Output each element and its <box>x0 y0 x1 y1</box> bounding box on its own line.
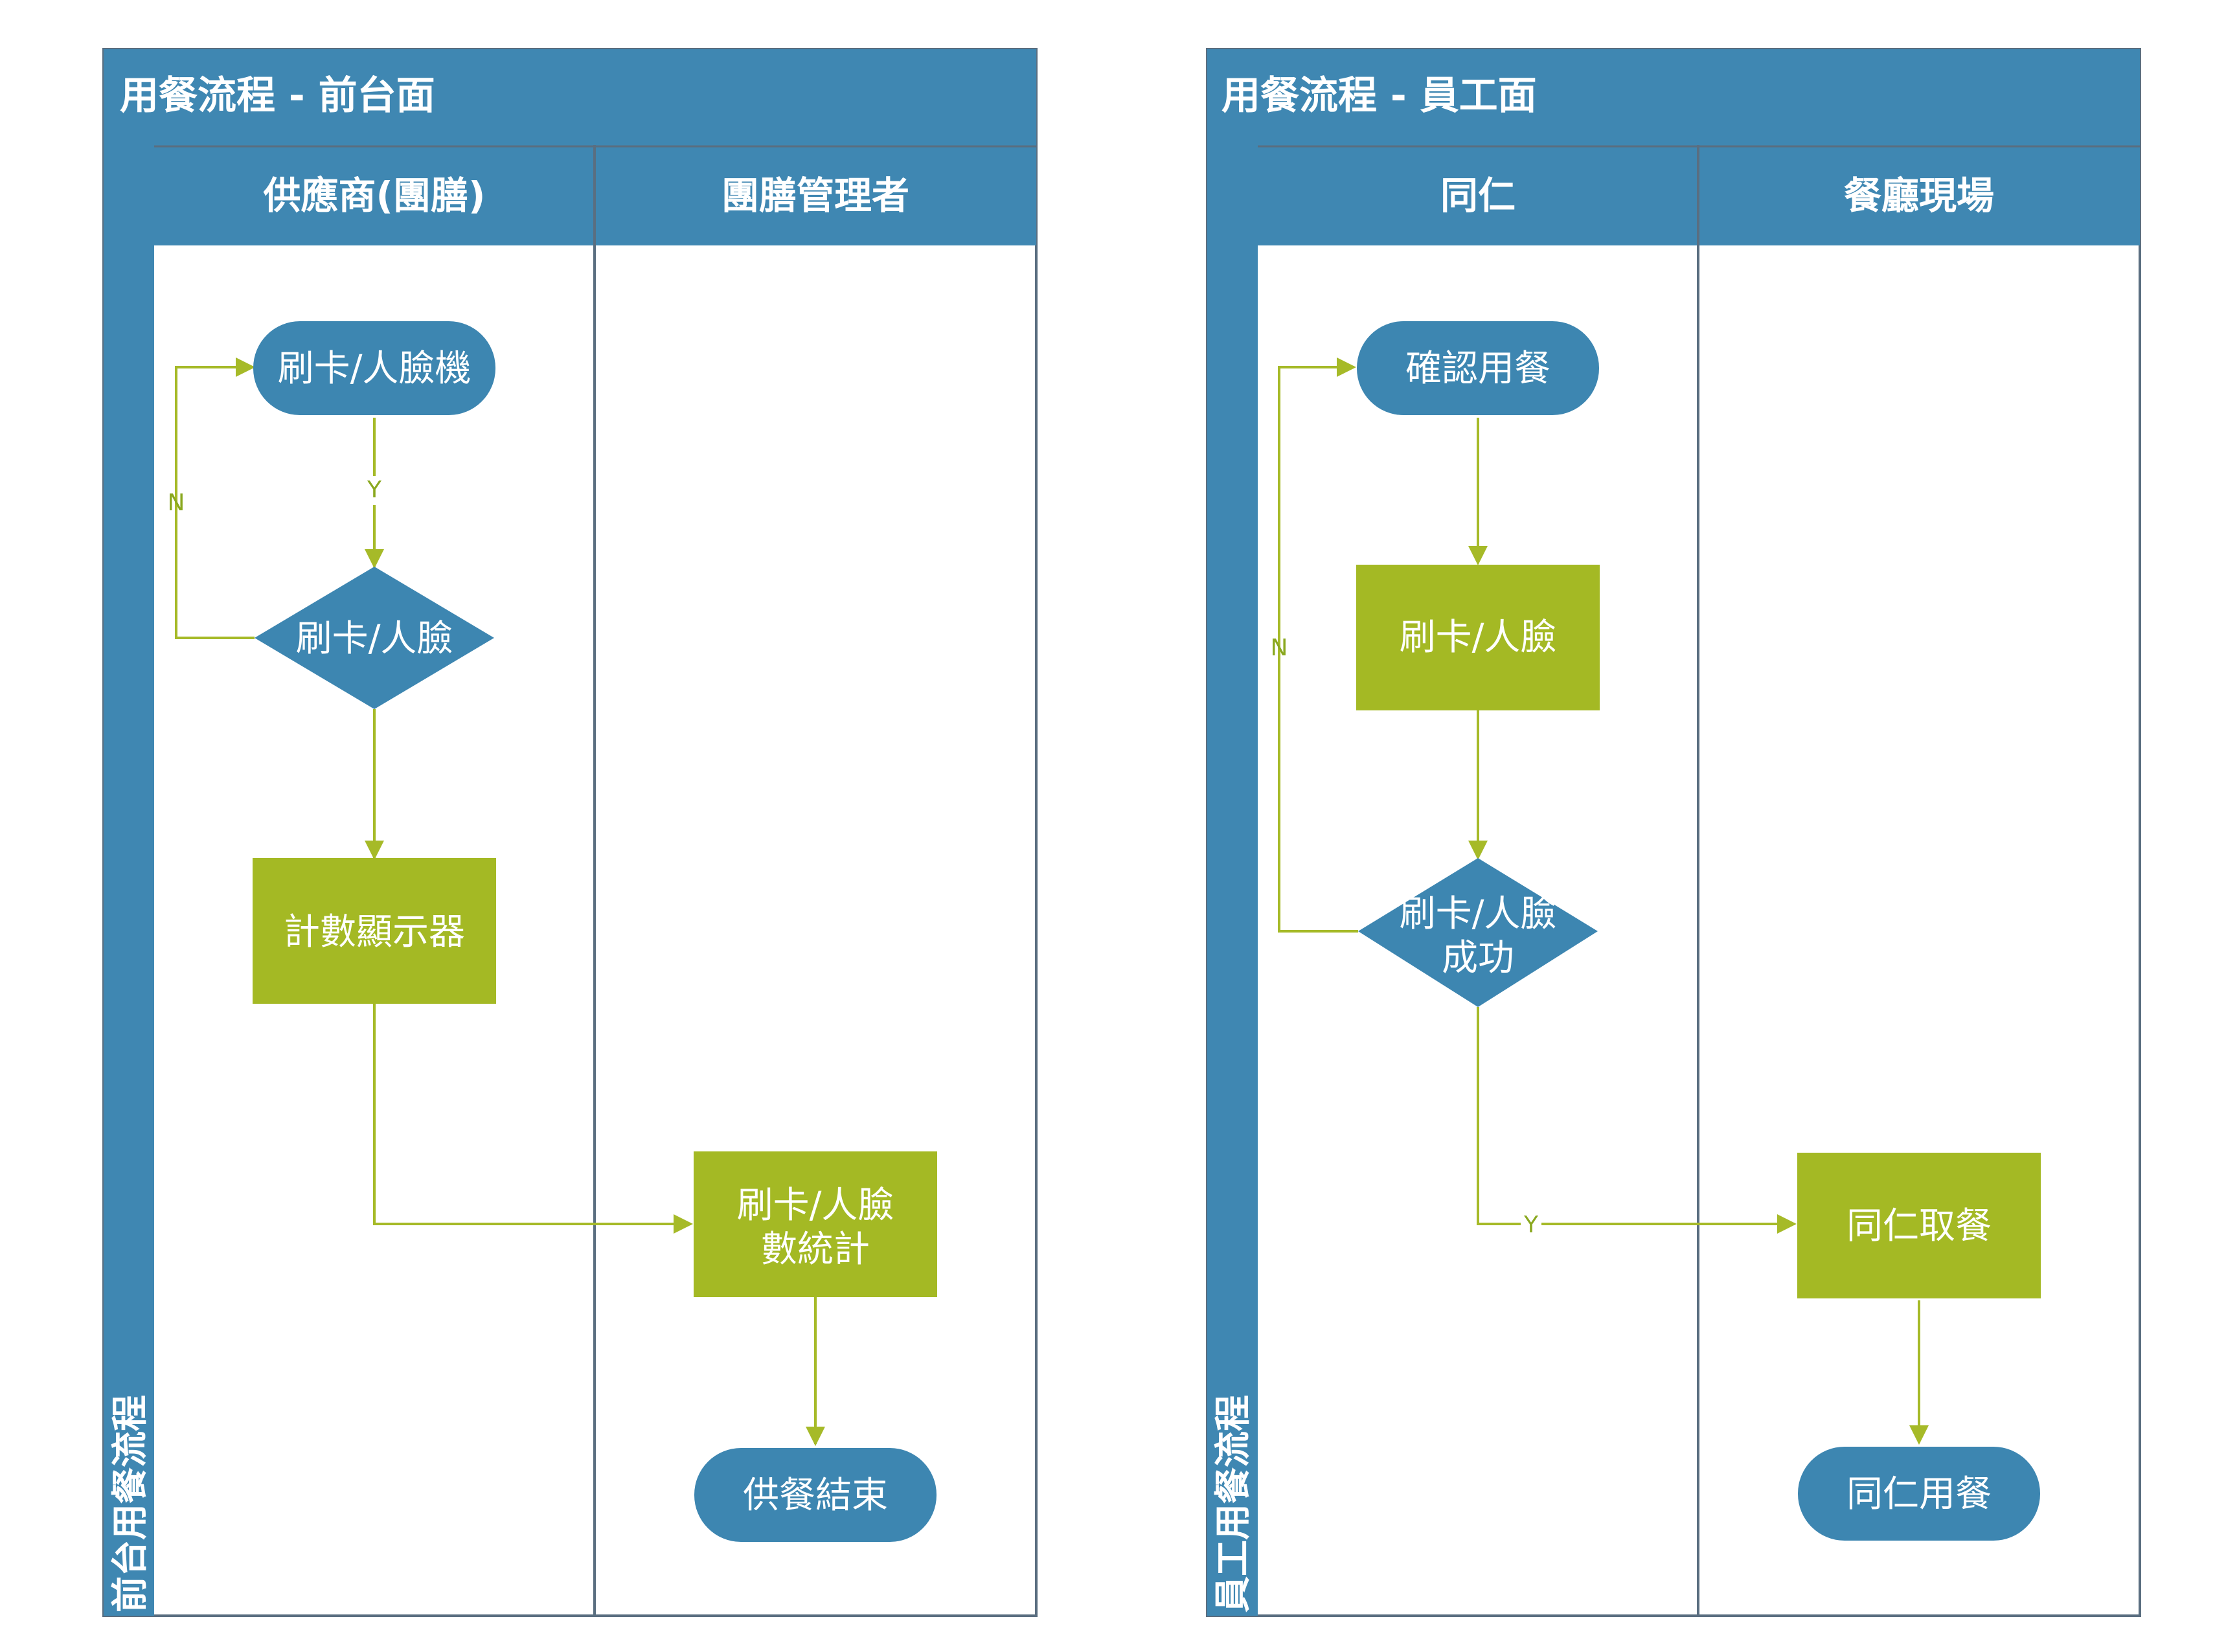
front-connectors: Y N <box>168 357 825 1446</box>
front-edge-label-no: N <box>168 490 185 516</box>
node-card-check-diamond <box>255 567 494 709</box>
node-swipe-stats-label-line1: 刷卡/人臉 <box>737 1184 894 1227</box>
node-card-machine <box>253 321 495 415</box>
front-title-bar <box>104 49 1036 145</box>
node-colleague-pickup-label: 同仁取餐 <box>1846 1205 1992 1247</box>
connector-check-no-loop <box>175 357 255 639</box>
node-swipe-success-label-line2: 成功 <box>1442 937 1514 979</box>
connector-success-yes-to-pickup <box>1477 1007 1521 1225</box>
staff-lane-restaurant: 餐廳現場 <box>1844 174 1994 218</box>
front-pool-title: 用餐流程 - 前台面 <box>120 73 435 119</box>
node-card-check-label: 刷卡/人臉 <box>296 618 453 660</box>
node-swipe-label: 刷卡/人臉 <box>1400 617 1557 659</box>
front-pool: 用餐流程 - 前台面 前台用餐流程 供應商(團膳) 團膳管理者 Y N 刷卡/人… <box>102 48 1038 1617</box>
front-edge-label-yes: Y <box>367 477 382 503</box>
node-counter-display <box>253 858 496 1004</box>
staff-side-label: 員工用餐流程 <box>1212 1395 1255 1612</box>
node-colleague-pickup <box>1797 1153 2041 1298</box>
staff-edge-label-no: N <box>1271 635 1288 661</box>
node-colleague-eat-label: 同仁用餐 <box>1846 1473 1992 1515</box>
node-confirm-meal <box>1357 321 1599 415</box>
front-side-label: 前台用餐流程 <box>109 1395 152 1612</box>
node-confirm-meal-label: 確認用餐 <box>1405 348 1550 390</box>
staff-side-bar <box>1207 145 1258 1616</box>
node-swipe-success-label-line1: 刷卡/人臉 <box>1400 893 1557 935</box>
node-colleague-eat <box>1798 1447 2040 1541</box>
front-lane-manager: 團膳管理者 <box>721 174 909 218</box>
staff-lane-colleague: 同仁 <box>1440 174 1516 218</box>
node-meal-end-label: 供餐結束 <box>743 1475 888 1517</box>
staff-title-bar <box>1207 49 2140 145</box>
node-swipe-stats-label-line2: 數統計 <box>761 1228 870 1271</box>
node-counter-display-label: 計數顯示器 <box>284 911 465 953</box>
node-meal-end <box>694 1448 937 1542</box>
staff-pool-border <box>1206 48 2141 1617</box>
node-swipe-success-diamond <box>1358 858 1598 1007</box>
connector-success-no-loop <box>1278 357 1358 933</box>
node-swipe-stats <box>694 1151 937 1297</box>
front-pool-border <box>102 48 1038 1617</box>
staff-pool: 用餐流程 - 員工面 員工用餐流程 同仁 餐廳現場 Y N 確認用餐 刷卡/人臉… <box>1206 48 2141 1617</box>
node-swipe <box>1356 565 1600 710</box>
staff-edge-label-yes: Y <box>1523 1212 1539 1238</box>
front-lane-supplier: 供應商(團膳) <box>262 174 485 218</box>
front-side-bar <box>104 145 154 1616</box>
node-card-machine-label: 刷卡/人臉機 <box>278 348 471 390</box>
connector-counter-to-stats <box>373 1004 693 1234</box>
staff-connectors: Y N <box>1271 357 1929 1445</box>
staff-pool-title: 用餐流程 - 員工面 <box>1221 73 1537 119</box>
